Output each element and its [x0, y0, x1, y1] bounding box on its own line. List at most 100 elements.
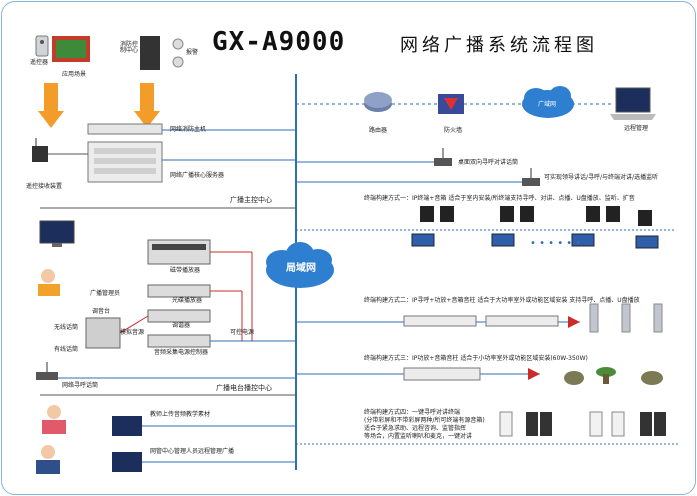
desk-mic2-label: 可实现领导讲话/寻呼/与终端对讲/选播监听 [544, 174, 659, 181]
arrow-head [528, 368, 540, 380]
cd-player2-label: 光碟播放器 [172, 297, 203, 304]
speaker-icon [654, 412, 666, 436]
cd-player-display [152, 244, 206, 250]
mushroom-speaker-stem [603, 374, 609, 384]
router-icon [364, 92, 392, 112]
remote-label: 遥控器 [30, 59, 49, 66]
fire-control-cabinet-icon [140, 36, 160, 70]
admin-person-icon [41, 269, 55, 283]
diagram-subtitle: 网络广播系统流程图 [400, 35, 598, 56]
analog-source-label: 模拟音源 [120, 329, 145, 336]
arrow-head [568, 316, 580, 328]
desk-mic-icon [434, 158, 452, 166]
monitor-icon [112, 452, 142, 472]
admin-label: 广播管理员 [90, 290, 121, 297]
teacher-person-body [42, 420, 66, 434]
admin-person-body [38, 284, 60, 296]
wireless-mic-label: 无线话筒 [54, 324, 79, 331]
mode2-label: 终端构建方式二：IP寻呼+功放+音箱音柱 适合于大功率室外或功能区域安装 支持寻… [364, 297, 640, 304]
cd-player2-device [147, 284, 211, 298]
ip-pager-device [403, 315, 477, 327]
ip-terminal-icon [411, 233, 435, 247]
receiver-device-icon [32, 146, 48, 162]
desk-mic-label: 桌面双向寻呼对讲话筒 [458, 159, 519, 166]
firewall-label: 防火墙 [444, 127, 463, 134]
mode4b-label: (分带彩屏和不带彩屏两种/所可终端有源音箱) [364, 417, 485, 424]
sequencer-label: 音频采集电源控制器 [154, 349, 209, 356]
desk-mic-icon [522, 178, 540, 186]
server-panel [94, 158, 156, 164]
admin-person-body [36, 460, 60, 474]
mode4c-label: 适合于紧急求助、远程咨询、监管指挥 [364, 425, 467, 432]
speaker-icon [540, 412, 552, 436]
column-speaker-icon [653, 303, 663, 333]
monitor-stand [52, 243, 62, 247]
speaker-icon [520, 206, 534, 222]
sequencer-device [147, 334, 211, 348]
rock-speaker-icon [641, 371, 663, 385]
firewall-icon [438, 94, 464, 114]
signal-arrow [38, 83, 64, 128]
intercom-terminal-icon [611, 411, 625, 437]
wan-cloud [522, 86, 574, 118]
control-center-label: 广播主控中心 [230, 196, 272, 204]
intercom-terminal-icon [499, 411, 513, 437]
ip-terminal-icon [491, 233, 515, 247]
alarm-icon [172, 56, 184, 68]
diagram-title: GX-A9000 [212, 27, 346, 57]
field-grass [56, 40, 86, 58]
remote-mgmt-label: 远程管理 [624, 125, 649, 132]
wired-mic-label: 有线话筒 [54, 346, 79, 353]
receiver-label: 遥控接收装置 [26, 183, 63, 190]
speaker-icon [586, 206, 600, 222]
admin-person-icon [41, 445, 55, 459]
amplifier-device [485, 315, 559, 327]
intercom-terminal-icon [589, 411, 603, 437]
scene-label: 应用场景 [62, 71, 87, 78]
mode3-label: 终端构建方式三：IP功放+音箱音柱 适合于小功率室外或功能区域安装(60W-35… [364, 355, 588, 362]
teacher-label: 教师上传音频教学素材 [150, 411, 211, 418]
teacher-person-icon [47, 405, 61, 419]
mode1-label: 终端构建方式一：IP终端+音箱 适合于室内安装/所终端支持寻呼、对讲、点播、U盘… [364, 195, 635, 202]
tuner-label: 调谐器 [172, 322, 191, 329]
speaker-icon [500, 206, 514, 222]
page-mic-icon [36, 372, 58, 380]
mixer-device [85, 317, 121, 349]
remote-control-icon [35, 35, 49, 57]
speaker-icon [606, 206, 620, 222]
audio-link [119, 315, 149, 334]
fire-center-label: 消防控制中心 [120, 41, 139, 54]
rock-speaker-icon [564, 371, 584, 385]
alarm-icon [172, 38, 184, 50]
speaker-icon [638, 210, 652, 226]
ip-terminal-icon [635, 235, 659, 249]
mushroom-speaker-icon [596, 367, 616, 377]
tuner-device [147, 309, 211, 323]
router-label: 路由器 [369, 127, 388, 134]
wan-label: 广域网 [538, 101, 557, 108]
fire-host-device [87, 123, 163, 135]
mode4d-label: 等场合，内置监听喇叭和麦克，一键对讲 [364, 433, 473, 440]
column-speaker-icon [589, 303, 599, 333]
ip-terminal-icon [571, 233, 595, 247]
laptop-icon [610, 87, 656, 120]
cd-player-device [147, 239, 211, 265]
monitor-icon [39, 220, 75, 244]
monitor-icon [112, 416, 142, 436]
remote-admin-label: 网管中心管理人员远程管理广播 [150, 448, 235, 455]
tv-center-label: 广播电台播控中心 [216, 384, 272, 392]
speaker-icon [440, 206, 454, 222]
mode4-label: 终端构建方式四：一键寻呼对讲终端 [364, 409, 461, 416]
lan-cloud [266, 242, 334, 288]
speaker-icon [526, 412, 538, 436]
lan-label: 局域网 [286, 263, 316, 274]
fire-host-label: 网络消防主机 [170, 126, 207, 133]
continuation-dots: • • • • • • [530, 238, 581, 249]
programmable-power-label: 可控电源 [230, 329, 255, 336]
server-label: 网络广播核心服务器 [170, 172, 225, 179]
server-panel [94, 168, 156, 174]
page-mic-label: 网络寻呼话筒 [62, 382, 99, 389]
